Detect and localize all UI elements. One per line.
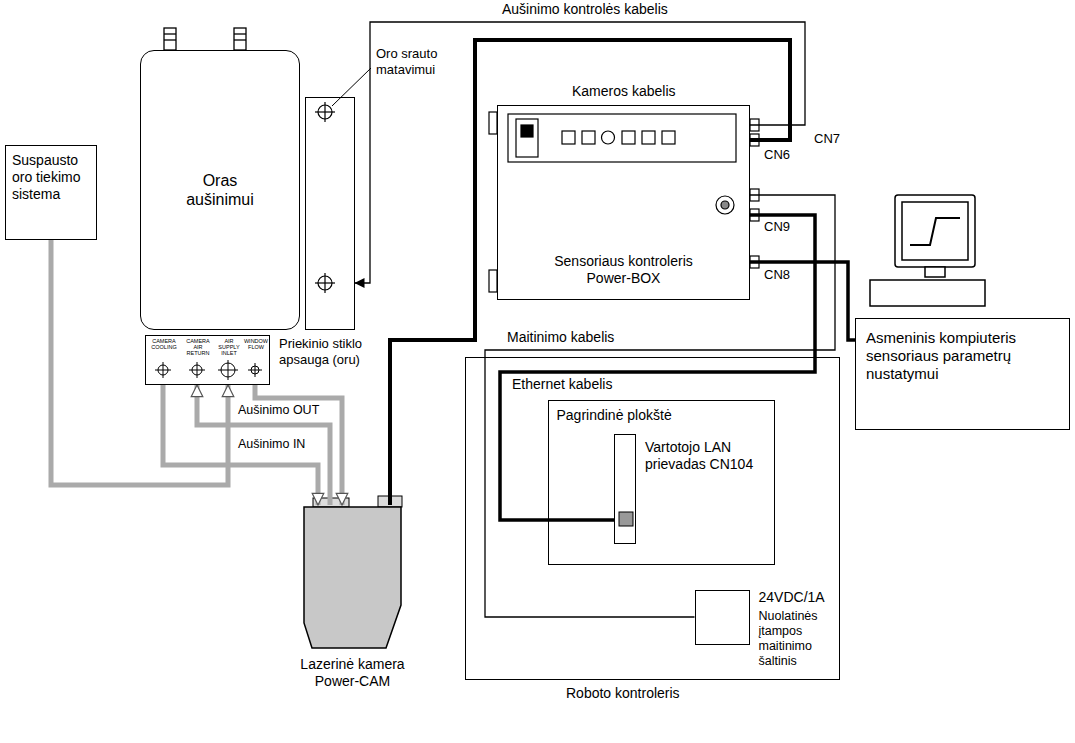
indicator — [562, 131, 575, 144]
node-heading: Roboto kontroleris — [566, 685, 766, 702]
monitor-stand — [925, 267, 945, 277]
connector — [390, 40, 790, 505]
connector — [485, 195, 835, 617]
cable-label: Kameros kabelis — [570, 83, 678, 100]
cable-label: Aušinimo IN — [236, 437, 307, 452]
cooling-unit: Oras aušinimui — [140, 50, 300, 330]
node-label: Sensoriaus kontroleris Power-BOX — [539, 253, 709, 287]
power-supply: 24VDC/1ANuolatinės įtampos maitinimo šal… — [695, 590, 750, 645]
power-switch — [516, 119, 538, 157]
air-nozzle — [234, 28, 246, 50]
connector — [197, 385, 330, 505]
controller-box: Sensoriaus kontroleris Power-BOX — [497, 105, 750, 300]
lan-port: Vartotojo LAN prievadas CN104 — [614, 434, 636, 544]
indicator — [662, 131, 675, 144]
indicator — [642, 131, 655, 144]
monitor — [895, 195, 975, 267]
controller-panel — [489, 112, 759, 292]
front-panel — [508, 114, 736, 162]
node-label: Suspausto oro tiekimo sistema — [12, 152, 90, 202]
node-heading: CAMERA AIR RETURN — [183, 339, 213, 357]
mount-ear — [489, 112, 497, 134]
connector-name: CN8 — [762, 267, 792, 283]
crosshair — [324, 273, 325, 293]
connector — [355, 22, 805, 283]
nozzle-ridge — [164, 39, 176, 40]
node-heading: Vartotojo LAN prievadas CN104 — [645, 439, 763, 473]
indicator — [602, 131, 615, 144]
cable-label: Ethernet kabelis — [510, 376, 614, 393]
node-heading: 24VDC/1A — [759, 589, 839, 606]
connector-name: CN6 — [762, 147, 792, 163]
cable-label: Aušinimo OUT — [236, 403, 321, 418]
computer-box: Asmeninis kompiuteris sensoriaus paramet… — [855, 318, 1070, 430]
front-plate: Priekinio stiklo apsauga (oru)CAMERA COO… — [145, 335, 270, 385]
knob — [721, 201, 729, 209]
node-heading: Pagrindinė plokštė — [557, 407, 717, 424]
node-label: Asmeninis kompiuteris sensoriaus paramet… — [866, 329, 1059, 383]
connector-name: CN9 — [762, 219, 792, 235]
indicator — [622, 131, 635, 144]
power-switch — [521, 125, 533, 137]
connector-name: CN7 — [812, 131, 842, 147]
nozzle-ridge — [234, 33, 246, 34]
node-label: Oras aušinimui — [170, 171, 270, 209]
mount-ear — [489, 270, 497, 292]
monitor — [870, 195, 985, 306]
laser-camera: Lazerinė kamera Power-CAM — [300, 505, 405, 650]
nozzle-ridge — [234, 39, 246, 40]
knob — [716, 196, 734, 214]
crosshair — [324, 102, 325, 122]
leader-line — [332, 68, 371, 106]
camera-body — [304, 507, 401, 648]
mount-hole — [315, 102, 335, 293]
nozzle-ridge — [164, 33, 176, 34]
air-port — [155, 360, 262, 380]
node-heading: Priekinio stiklo apsauga (oru) — [279, 336, 379, 367]
main-board: Pagrindinė plokštėVartotojo LAN prievada… — [548, 400, 775, 565]
robot-controller: Roboto kontrolerisPagrindinė plokštėVart… — [465, 357, 840, 680]
cable-label: Aušinimo kontrolės kabelis — [500, 1, 670, 18]
node-heading: CAMERA COOLING — [149, 339, 179, 351]
crosshair — [255, 363, 256, 377]
step-signal — [910, 218, 960, 245]
node-heading: WINDOW FLOW — [241, 339, 271, 351]
air-nozzle — [164, 28, 176, 50]
computer-base — [870, 280, 985, 306]
crosshair — [197, 362, 198, 378]
node-heading: Oro srauto matavimui — [376, 46, 461, 77]
supply-box: Suspausto oro tiekimo sistema — [5, 145, 97, 240]
camera-body — [300, 505, 405, 650]
indicator — [582, 131, 595, 144]
monitor-screen — [902, 202, 968, 260]
air-nozzle — [164, 28, 246, 50]
flow-plate: Oro srauto matavimui — [305, 97, 355, 330]
crosshair — [163, 362, 164, 378]
crosshair — [228, 360, 229, 380]
node-heading: Nuolatinės įtampos maitinimo šaltinis — [759, 609, 837, 669]
node-heading: Lazerinė kamera Power-CAM — [285, 656, 420, 690]
connector — [750, 262, 855, 340]
cable-label: Maitinimo kabelis — [505, 329, 616, 346]
lan-socket — [619, 512, 633, 526]
node-heading: AIR SUPPLY INLET — [214, 339, 244, 357]
